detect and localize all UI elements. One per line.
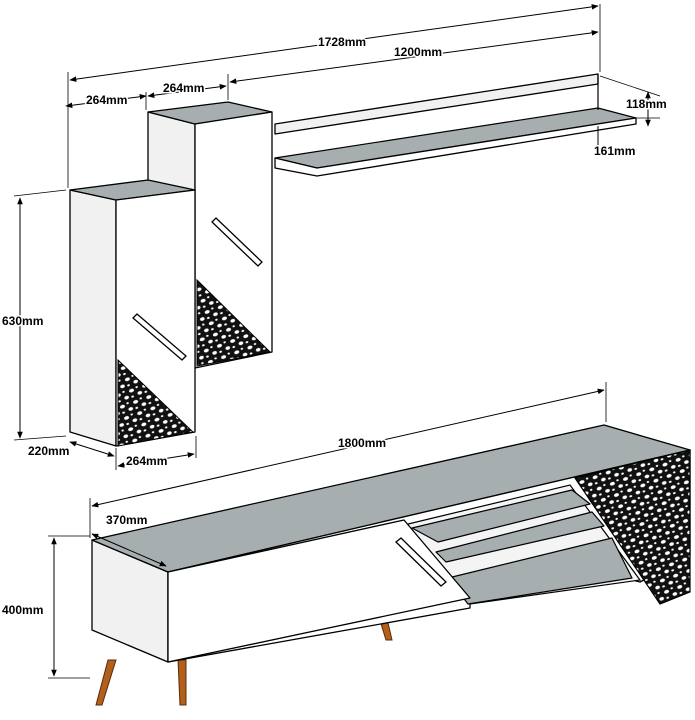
tv-unit (91, 424, 691, 706)
label-shelf-width: 1200mm (394, 45, 442, 59)
label-tv-unit-height: 400mm (2, 603, 43, 617)
dimension-lines (13, 4, 661, 679)
tv-unit-handle[interactable] (395, 537, 447, 587)
wall-shelf (274, 73, 637, 177)
label-tv-unit-depth: 370mm (106, 513, 147, 527)
upper-cabinet-lace-panel (196, 278, 272, 367)
dimension-labels: 1728mm 264mm 264mm 1200mm 118mm 161mm 63… (1, 34, 669, 619)
label-shelf-depth: 161mm (594, 144, 635, 158)
label-overall-width: 1728mm (318, 35, 366, 49)
tv-unit-shelf-middle (435, 511, 605, 563)
label-cabinet-depth: 220mm (28, 444, 69, 458)
label-cabinet-height: 630mm (2, 314, 43, 328)
label-right-cabinet-width: 264mm (163, 81, 204, 95)
label-tv-unit-width: 1800mm (338, 436, 386, 450)
tv-unit-door[interactable] (167, 519, 471, 663)
tv-unit-leg-front-left (95, 659, 117, 706)
lower-cabinet-handle[interactable] (132, 313, 187, 361)
label-cabinet-bottom-width: 264mm (126, 454, 167, 468)
label-shelf-height: 118mm (626, 97, 667, 111)
lower-cabinet (69, 179, 196, 447)
upper-cabinet-handle[interactable] (211, 217, 263, 267)
tv-unit-leg-front-mid (177, 659, 187, 706)
label-left-cabinet-width: 264mm (86, 93, 127, 107)
